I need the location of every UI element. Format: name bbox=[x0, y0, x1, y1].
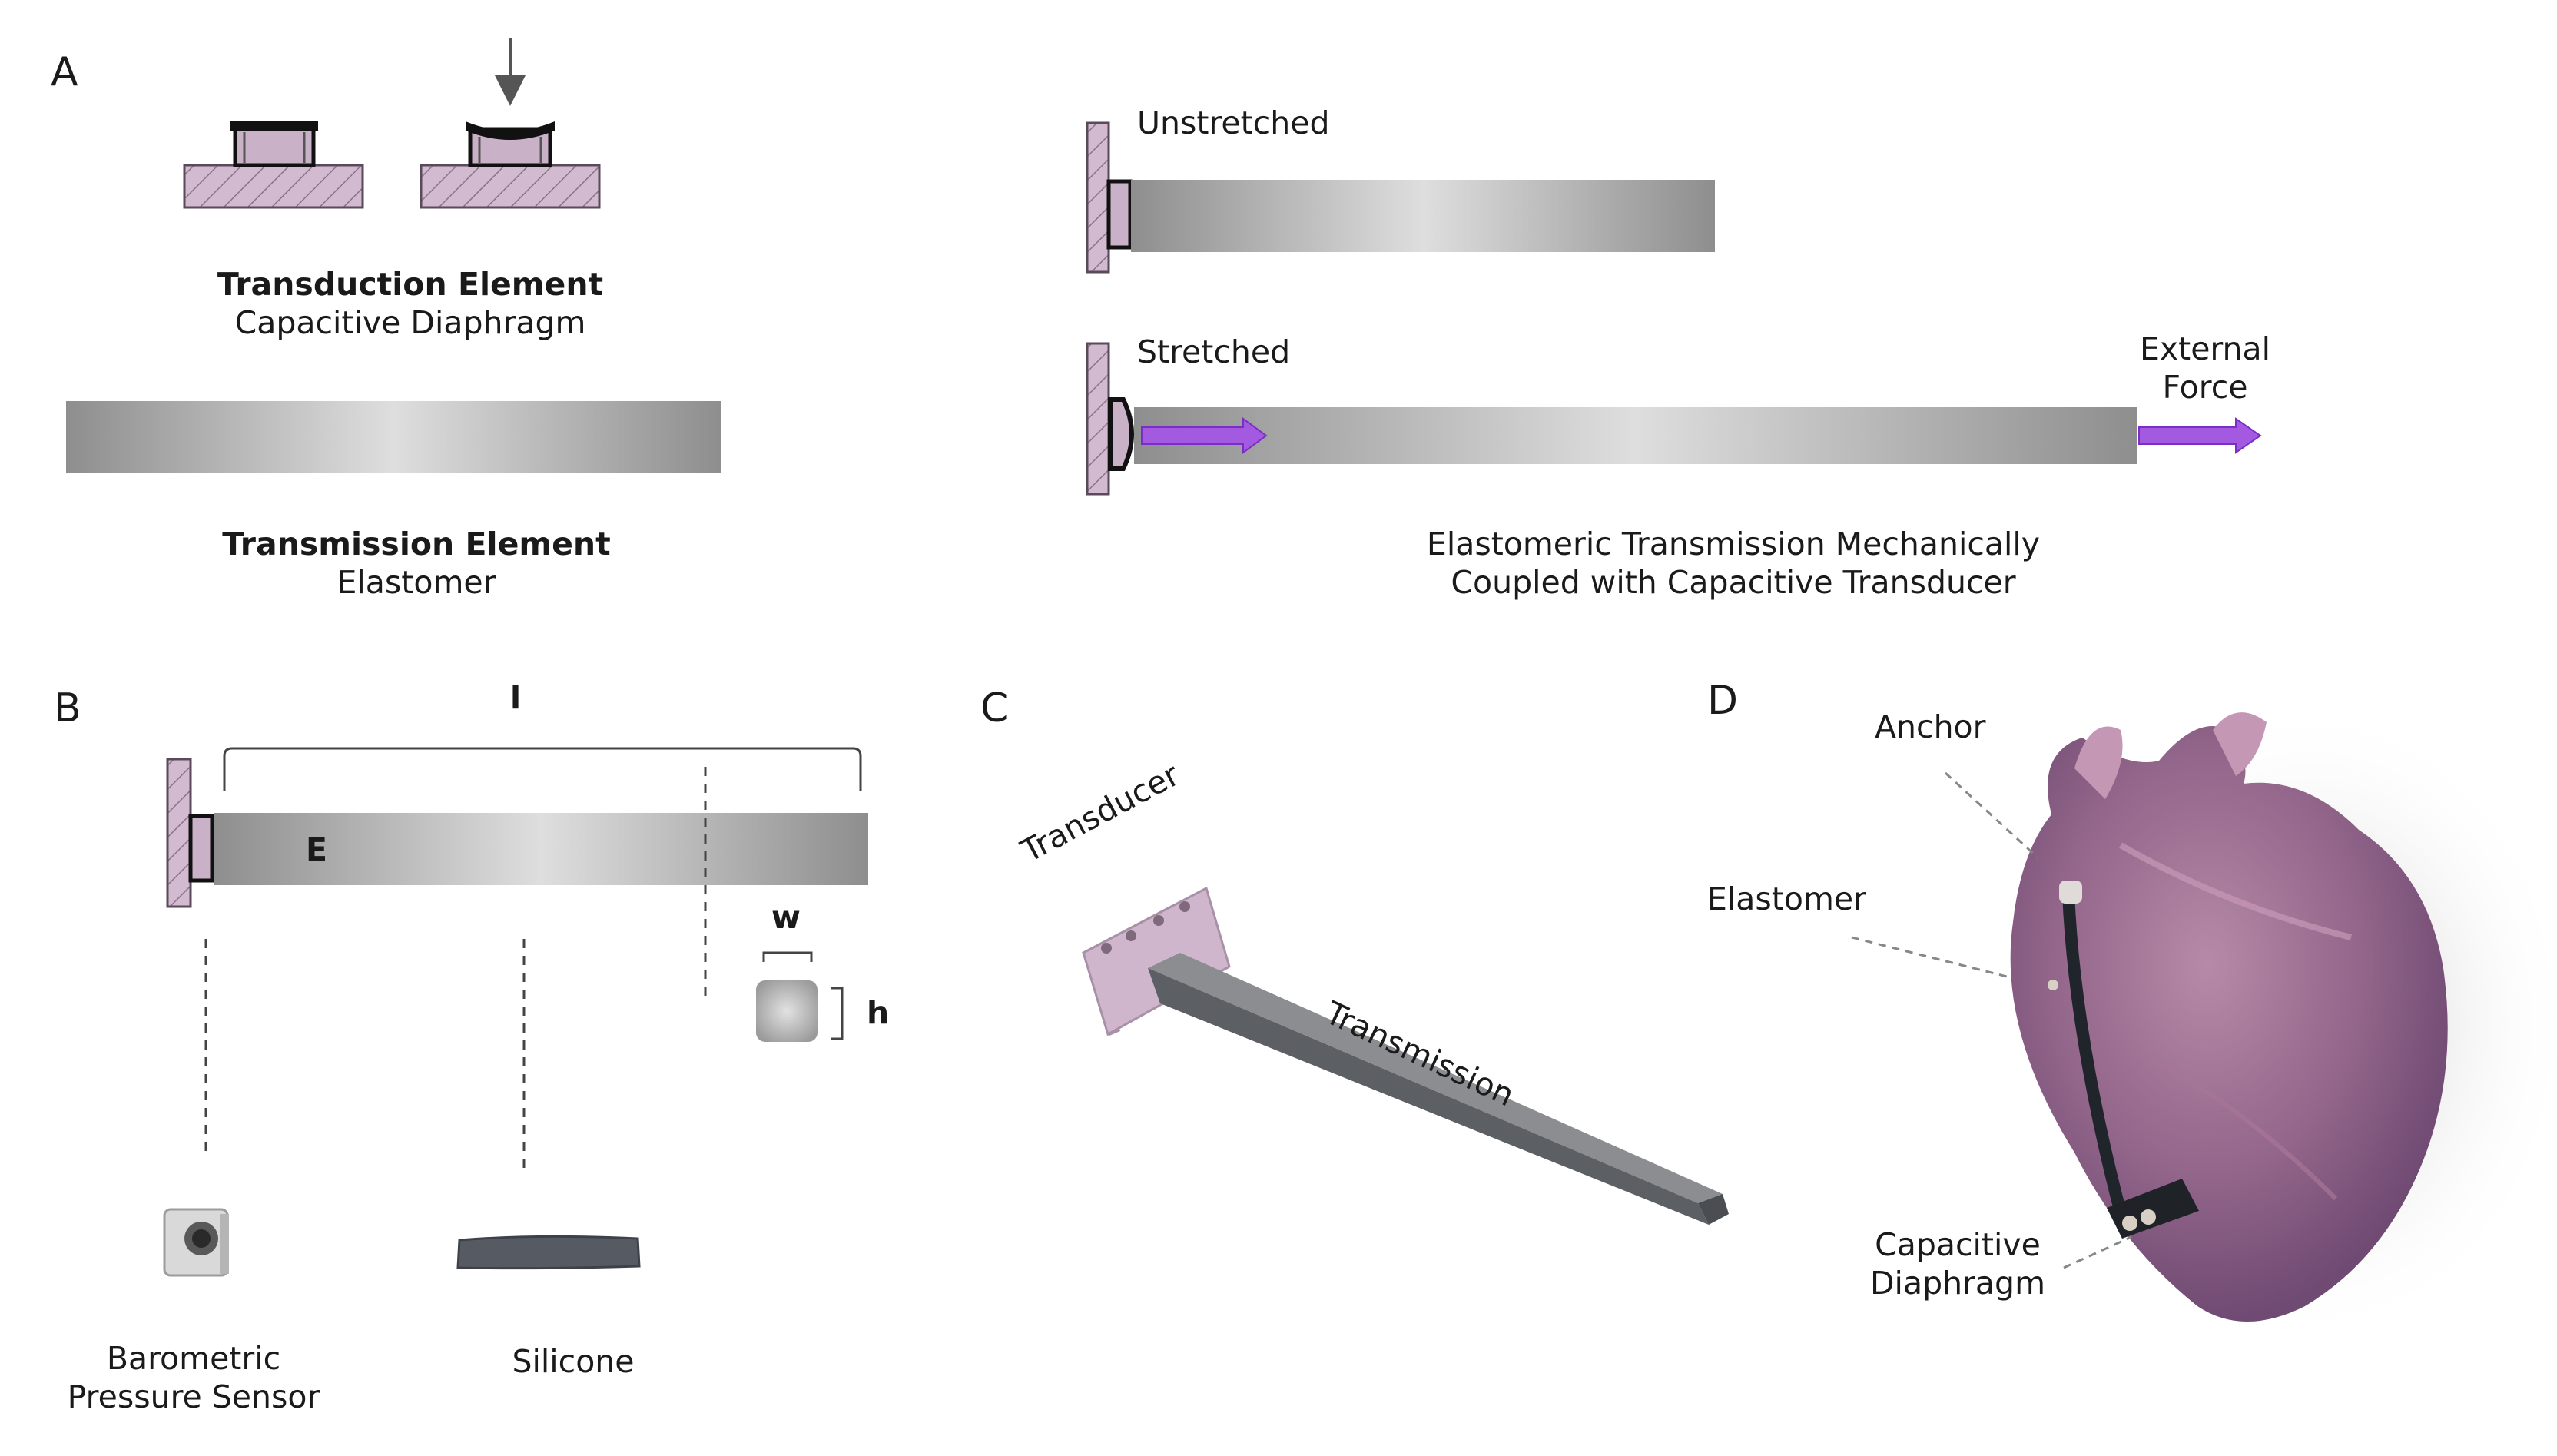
anchor-block bbox=[183, 164, 364, 209]
panel-label-c: C bbox=[980, 685, 1009, 731]
transmission-title: Transmission Element bbox=[222, 526, 611, 562]
stretched-label: Stretched bbox=[1137, 333, 1291, 370]
external-force-label: External bbox=[2139, 330, 2271, 367]
barometric-sensor-photo bbox=[163, 1208, 229, 1277]
elastomer-bar-stretched bbox=[1134, 407, 2137, 464]
assembly-caption-2: Coupled with Capacitive Transducer bbox=[1451, 564, 2016, 601]
modulus-label: E bbox=[306, 831, 328, 868]
elastomer-bar bbox=[1131, 180, 1715, 252]
external-force-label-2: Force bbox=[2162, 369, 2248, 406]
anchor-plate bbox=[166, 758, 192, 908]
parameter-diagram bbox=[163, 747, 868, 1277]
diaphragm-leader bbox=[2063, 1235, 2132, 1269]
external-force-arrow bbox=[2138, 417, 2262, 454]
diaphragm-label: Capacitive bbox=[1875, 1226, 2041, 1263]
unstretched-assembly bbox=[1086, 121, 1715, 274]
diaphragm-housing bbox=[233, 122, 316, 167]
panel-label-a: A bbox=[51, 49, 78, 95]
heart bbox=[2010, 726, 2448, 1322]
sensor-label-2: Pressure Sensor bbox=[67, 1378, 320, 1415]
assembly-caption: Elastomeric Transmission Mechanically bbox=[1426, 526, 2041, 562]
anchor-on-heart bbox=[2059, 881, 2082, 904]
height-label: h bbox=[867, 994, 890, 1031]
transmission-beam-end bbox=[1698, 1194, 1729, 1225]
transducer bbox=[188, 814, 214, 883]
transducer-plate bbox=[1082, 886, 1231, 1036]
unstretched-label: Unstretched bbox=[1137, 104, 1330, 141]
length-bracket bbox=[223, 747, 862, 791]
cross-section bbox=[756, 980, 818, 1042]
internal-force-arrow bbox=[1141, 417, 1268, 454]
device-3d-render bbox=[1082, 886, 1729, 1225]
material-label: Silicone bbox=[512, 1343, 635, 1380]
elastomer-strip-on-heart bbox=[2062, 892, 2128, 1221]
elastomer-label: Elastomer bbox=[1707, 881, 1866, 917]
transduction-subtitle: Capacitive Diaphragm bbox=[234, 304, 586, 341]
transducer bbox=[1106, 179, 1133, 250]
anchor-plate bbox=[1086, 121, 1110, 274]
transducer-deflected bbox=[1108, 397, 1134, 471]
heart-photo bbox=[2010, 699, 2557, 1345]
panel-label-b: B bbox=[54, 685, 81, 731]
width-label: w bbox=[771, 899, 801, 936]
diaphragm-membrane bbox=[230, 121, 318, 131]
panel-label-d: D bbox=[1707, 678, 1739, 724]
width-bracket bbox=[762, 951, 813, 962]
diaphragm-label-2: Diaphragm bbox=[1869, 1265, 2046, 1302]
transmission-beam-top bbox=[1148, 953, 1723, 1203]
elastomer-leader bbox=[1851, 936, 2011, 979]
anchor-leader bbox=[1944, 771, 2039, 859]
anchor-block bbox=[420, 164, 601, 209]
transmission-element-bar bbox=[66, 401, 721, 473]
length-label: l bbox=[510, 679, 522, 716]
transduction-element-undeformed bbox=[183, 121, 364, 209]
elastomer-bar bbox=[214, 813, 868, 885]
stretched-assembly bbox=[1086, 342, 2262, 496]
anchor-plate bbox=[1086, 342, 1110, 496]
anchor-label: Anchor bbox=[1875, 708, 1986, 745]
transduction-title: Transduction Element bbox=[217, 266, 604, 303]
height-bracket bbox=[831, 987, 844, 1040]
silicone-sample-photo bbox=[456, 1235, 641, 1270]
transmission-subtitle: Elastomer bbox=[337, 564, 496, 601]
transduction-element-deformed bbox=[420, 38, 601, 209]
diaphragm-membrane-deflected bbox=[466, 121, 555, 140]
sensor-label: Barometric bbox=[106, 1340, 281, 1377]
transmission-beam-side bbox=[1148, 968, 1709, 1225]
